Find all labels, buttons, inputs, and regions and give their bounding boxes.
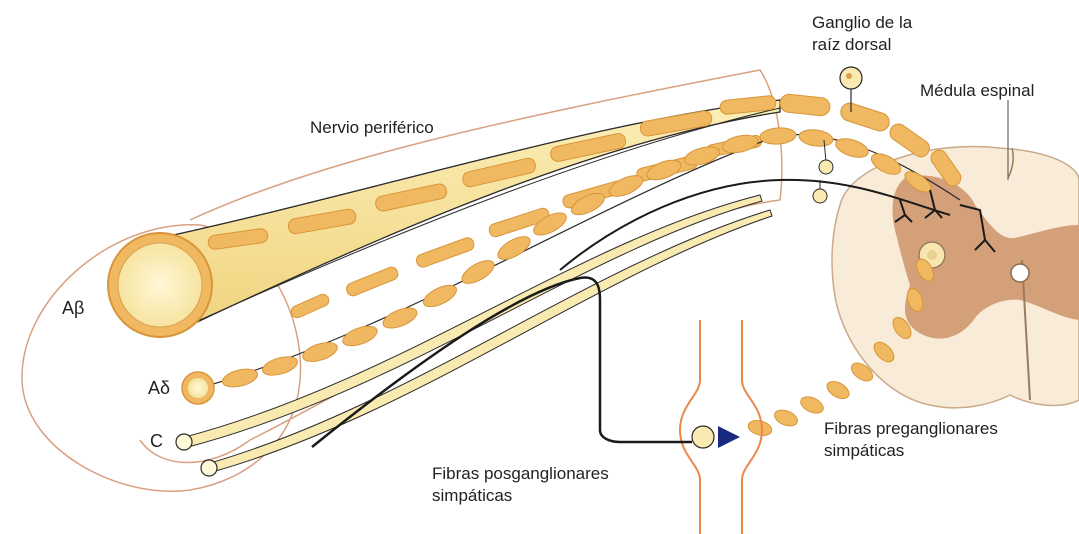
synapse-marker	[718, 426, 740, 448]
ganglion-cell-1-nucleus	[846, 73, 852, 79]
myelin-bead	[340, 322, 379, 349]
myelin-bead	[798, 394, 826, 417]
sympathetic-trunk-left	[680, 320, 700, 534]
myelin-bead	[494, 232, 533, 264]
fiber-adelta-label: Aδ	[148, 378, 170, 399]
myelin-segment	[289, 292, 330, 319]
postgang-label-line2: simpáticas	[432, 485, 512, 506]
myelin-segment	[415, 236, 476, 269]
fiber-c-end-2	[201, 460, 217, 476]
myelin-bead	[420, 281, 459, 311]
myelin-bead	[772, 407, 799, 429]
myelin-bead	[380, 304, 419, 332]
myelin-bead	[221, 366, 260, 390]
fiber-abeta-end-inner	[118, 243, 202, 327]
myelin-segment	[345, 265, 400, 297]
myelin-bead	[260, 353, 299, 378]
myelin-bead	[747, 418, 774, 438]
fiber-adelta-end-inner	[188, 378, 208, 398]
spinal-cord	[832, 100, 1079, 408]
myelin-bead	[759, 127, 796, 145]
spinal-cord-label: Médula espinal	[920, 80, 1034, 101]
myelin-bead	[824, 378, 852, 402]
ganglion-cell-2	[819, 160, 833, 174]
fiber-abeta-axon-body	[160, 100, 780, 335]
myelin-bead	[458, 256, 497, 288]
ganglion-cell-3	[813, 189, 827, 203]
dorsal-horn-neuron-nucleus	[927, 250, 937, 260]
postgang-label-line1: Fibras posganglionares	[432, 463, 609, 484]
fiber-abeta-label: Aβ	[62, 298, 84, 319]
myelin-bead	[833, 135, 870, 161]
peripheral-nerve-label: Nervio periférico	[310, 117, 434, 138]
myelin-segment	[838, 101, 891, 134]
myelin-segment	[779, 93, 831, 116]
pregang-label-line2: simpáticas	[824, 440, 904, 461]
ganglion-label-line1: Ganglio de la	[812, 12, 912, 33]
sympathetic-ganglion-cell	[692, 426, 714, 448]
myelin-bead	[798, 128, 834, 149]
fiber-c-end-1	[176, 434, 192, 450]
myelin-bead	[300, 339, 339, 365]
pregang-label-line1: Fibras preganglionares	[824, 418, 998, 439]
fiber-c-label: C	[150, 431, 163, 452]
ganglion-label-line2: raíz dorsal	[812, 34, 891, 55]
central-canal	[1011, 264, 1029, 282]
